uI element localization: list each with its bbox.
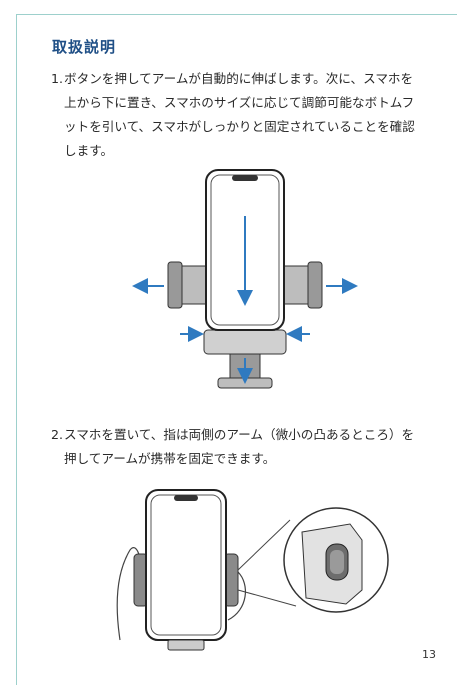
instruction-step-1: 1. ボタンを押してアームが自動的に伸ばします。次に、スマホを上から下に置き、ス…: [51, 67, 423, 163]
hand-grip-illustration: [116, 489, 389, 651]
frame-left-border: [16, 14, 17, 685]
step-text: ボタンを押してアームが自動的に伸ばします。次に、スマホを上から下に置き、スマホの…: [64, 71, 415, 158]
step-number: 1.: [51, 71, 64, 86]
phone-holder-illustration: [132, 169, 358, 389]
page-number: 13: [422, 648, 436, 661]
instruction-step-2: 2. スマホを置いて、指は両側のアーム（微小の凸あるところ）を押してアームが携帯…: [51, 423, 423, 471]
step-text: スマホを置いて、指は両側のアーム（微小の凸あるところ）を押してアームが携帯を固定…: [64, 427, 415, 466]
step-number: 2.: [51, 427, 64, 442]
section-title: 取扱説明: [52, 38, 117, 56]
frame-top-border: [16, 14, 457, 15]
